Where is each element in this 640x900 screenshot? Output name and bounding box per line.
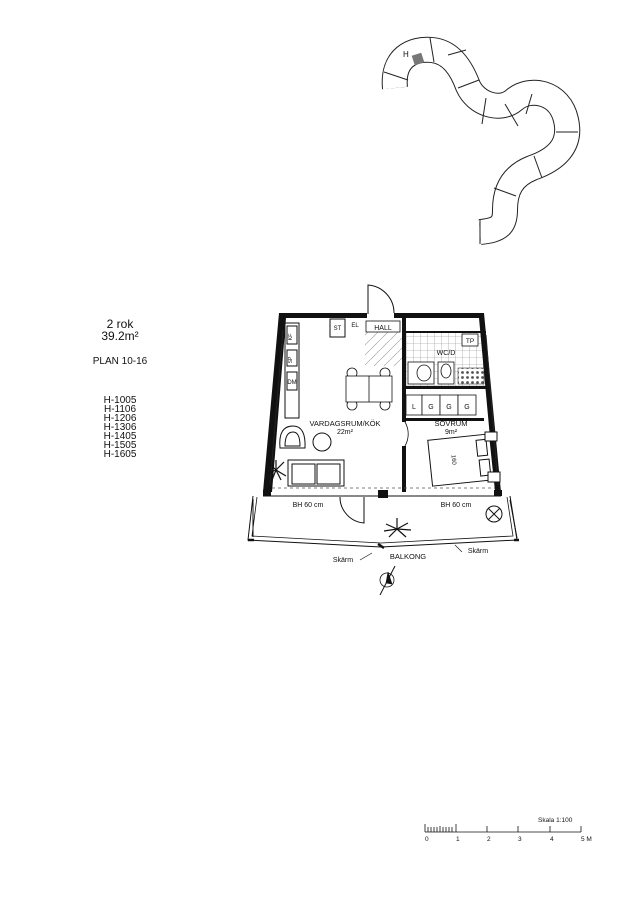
building-label: H [403,50,409,59]
st-label: ST [334,326,342,332]
apartment-type: 2 rok [106,317,134,331]
shower [457,367,485,385]
armchair [279,425,306,449]
scale-tick-label: 4 [550,836,554,843]
unit-number: H-1405 [103,431,137,442]
unit-list: H-1005 H-1106 H-1206 H-1306 H-1405 H-150… [0,395,240,460]
unit-number: H-1306 [103,422,137,433]
dm-label: DM [287,380,296,386]
unit-number: H-1206 [103,413,137,424]
balcony-name: BALKONG [390,552,426,561]
wardrobes [405,394,477,416]
scale-tick-label: 3 [518,836,522,843]
balcony-table [485,505,503,523]
wardrobe-label: G [428,404,433,411]
unit-number: H-1005 [103,395,137,406]
plant-icon [265,460,287,481]
scale-tick-label: 2 [487,836,491,843]
wall [263,313,367,492]
wardrobe-label: L [412,404,416,411]
kf-label: KF [288,333,294,341]
dining-table [345,367,393,411]
scale-bar: Skala 1:100 0 1 2 3 4 5 M [424,817,592,843]
apartment-marker [411,52,425,66]
bh-right-label: BH 60 cm [441,502,472,509]
wall [404,386,486,389]
dishwasher [286,371,298,391]
stove [286,349,298,367]
sofa [287,459,345,487]
plant-icon [383,518,412,538]
key-map: H [381,36,581,245]
plan-label: PLAN 10-16 [92,356,148,367]
balcony [247,495,519,550]
hall-label: HALL [374,325,392,332]
wall [402,318,406,422]
bath-name: WC/D [437,350,456,357]
apartment-area: 39.2m² [101,329,139,343]
bed-size-label: 160 [449,455,456,466]
unit-number: H-1106 [103,404,137,415]
wardrobe-label: G [464,404,469,411]
scale-tick-label: 0 [425,836,429,843]
unit-number: H-1505 [103,440,137,451]
tp-label: TP [466,338,474,345]
bedroom-name: SOVRUM [435,419,468,428]
hall-floor [365,332,403,366]
scale-tick-label: 1 [456,836,460,843]
scale-tick-label: 5 M [581,836,592,843]
coffee-table [312,432,332,452]
sp-label: SP [288,356,294,363]
skarm-right-label: Skärm [468,548,488,555]
el-label: EL [351,323,359,329]
floor-plan: KF SP DM ST EL HALL VARDAGSRUM/KÖK 22m² [247,284,519,564]
bed [427,431,501,487]
apartment-info: 2 rok 39.2m² PLAN 10-16 H-1005 H-1106 H-… [0,317,240,460]
bedroom-area: 9m² [445,429,458,436]
wall [402,446,406,492]
unit-number: H-1605 [103,449,137,460]
living-room-area: 22m² [337,429,354,436]
skarm-left-label: Skärm [333,557,353,564]
scale-label: Skala 1:100 [538,817,573,824]
storage-cabinet [329,318,346,338]
living-room-name: VARDAGSRUM/KÖK [309,419,380,428]
north-arrow-icon [379,565,396,596]
wardrobe-label: G [446,404,451,411]
fridge [286,325,298,345]
bh-left-label: BH 60 cm [293,502,324,509]
